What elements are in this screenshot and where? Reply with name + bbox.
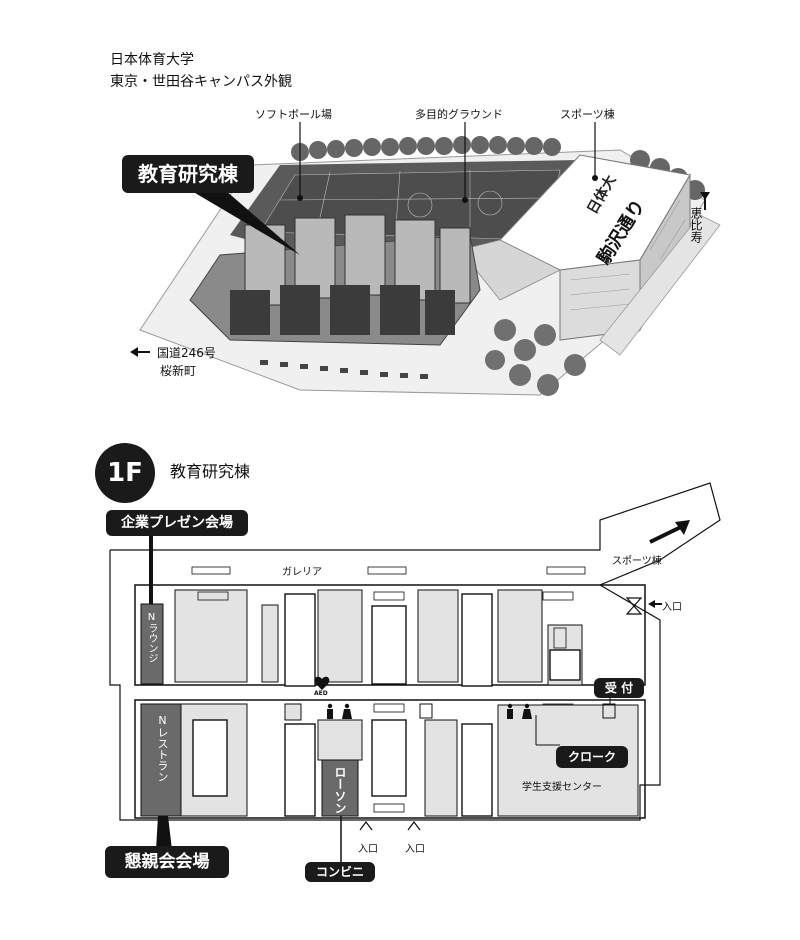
tag-cloak: クローク — [556, 746, 628, 768]
label-sports-direction: スポーツ棟 — [612, 556, 662, 567]
tag-social-hall: 懇親会会場 — [105, 846, 229, 878]
room-n-lounge: Nラウンジ — [146, 612, 157, 663]
site-title: 日本体育大学 — [110, 52, 194, 68]
label-education-building: 教育研究棟 — [122, 155, 254, 193]
tag-reception: 受 付 — [594, 678, 644, 698]
label-entrance-right: 入口 — [662, 602, 682, 613]
tag-corporate-hall: 企業プレゼン会場 — [106, 510, 248, 536]
label-route: 国道246号 — [157, 346, 216, 360]
label-softball: ソフトボール場 — [255, 108, 332, 121]
site-subtitle: 東京・世田谷キャンパス外観 — [110, 74, 292, 90]
label-entrance-left: 入口 — [358, 844, 378, 855]
label-ground: 多目的グラウンド — [415, 108, 503, 121]
tag-convenience: コンビニ — [305, 862, 375, 882]
label-entrance-mid: 入口 — [405, 844, 425, 855]
room-student-center: 学生支援センター — [522, 782, 602, 793]
campus-aerial-view: 日体大 — [130, 122, 721, 396]
label-route-town: 桜新町 — [160, 364, 197, 378]
label-sports-building: スポーツ棟 — [560, 108, 615, 121]
room-lawson: ローソン — [333, 766, 347, 814]
floor-badge-text: 1F — [107, 458, 143, 488]
label-galleria: ガレリア — [282, 567, 322, 578]
floor-badge: 1F — [95, 443, 155, 503]
label-road-side: 恵比寿 — [689, 207, 703, 243]
aed-label: AED — [314, 690, 328, 697]
room-n-restaurant: Nレストラン — [156, 714, 169, 782]
floor-building-name: 教育研究棟 — [170, 462, 251, 481]
